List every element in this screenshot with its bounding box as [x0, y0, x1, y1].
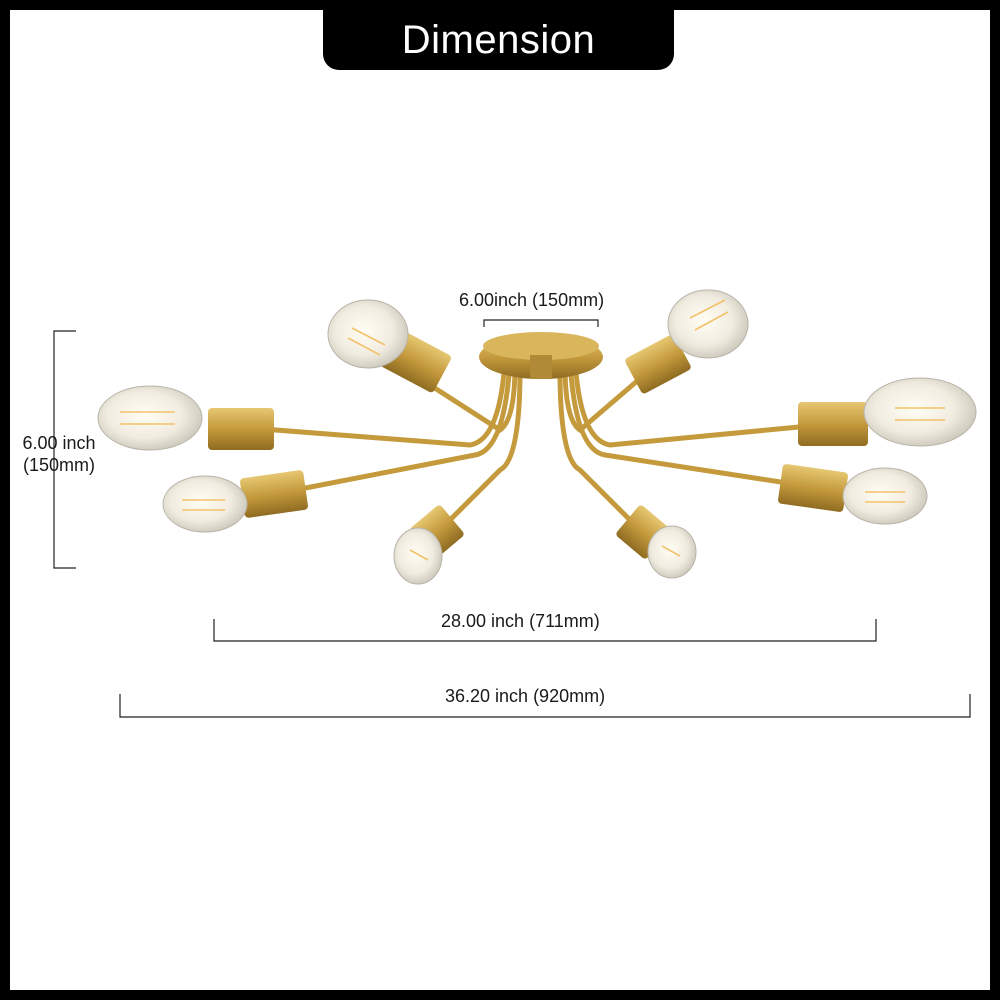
- inner-span-dimension-line: [213, 619, 877, 642]
- canopy-dimension-line: [483, 319, 599, 327]
- edison-bulbs: [97, 289, 977, 585]
- dimension-banner: Dimension: [323, 10, 674, 70]
- height-label: 6.00 inch: [22, 433, 96, 453]
- height-metric-label: (150mm): [22, 455, 95, 475]
- chandelier-arms: [247, 357, 823, 533]
- canopy-width-label: 6.00inch (150mm): [459, 290, 605, 310]
- overall-span-dimension-line: [119, 694, 971, 718]
- banner-title: Dimension: [401, 17, 596, 62]
- bulb-filaments: [120, 299, 945, 561]
- ceiling-canopy: [479, 332, 603, 379]
- inner-span-label: 28.00 inch (711mm): [441, 611, 600, 631]
- overall-span-label: 36.20 inch (920mm): [445, 686, 606, 706]
- height-dimension-line: [53, 330, 76, 569]
- dimension-lines: [53, 319, 971, 718]
